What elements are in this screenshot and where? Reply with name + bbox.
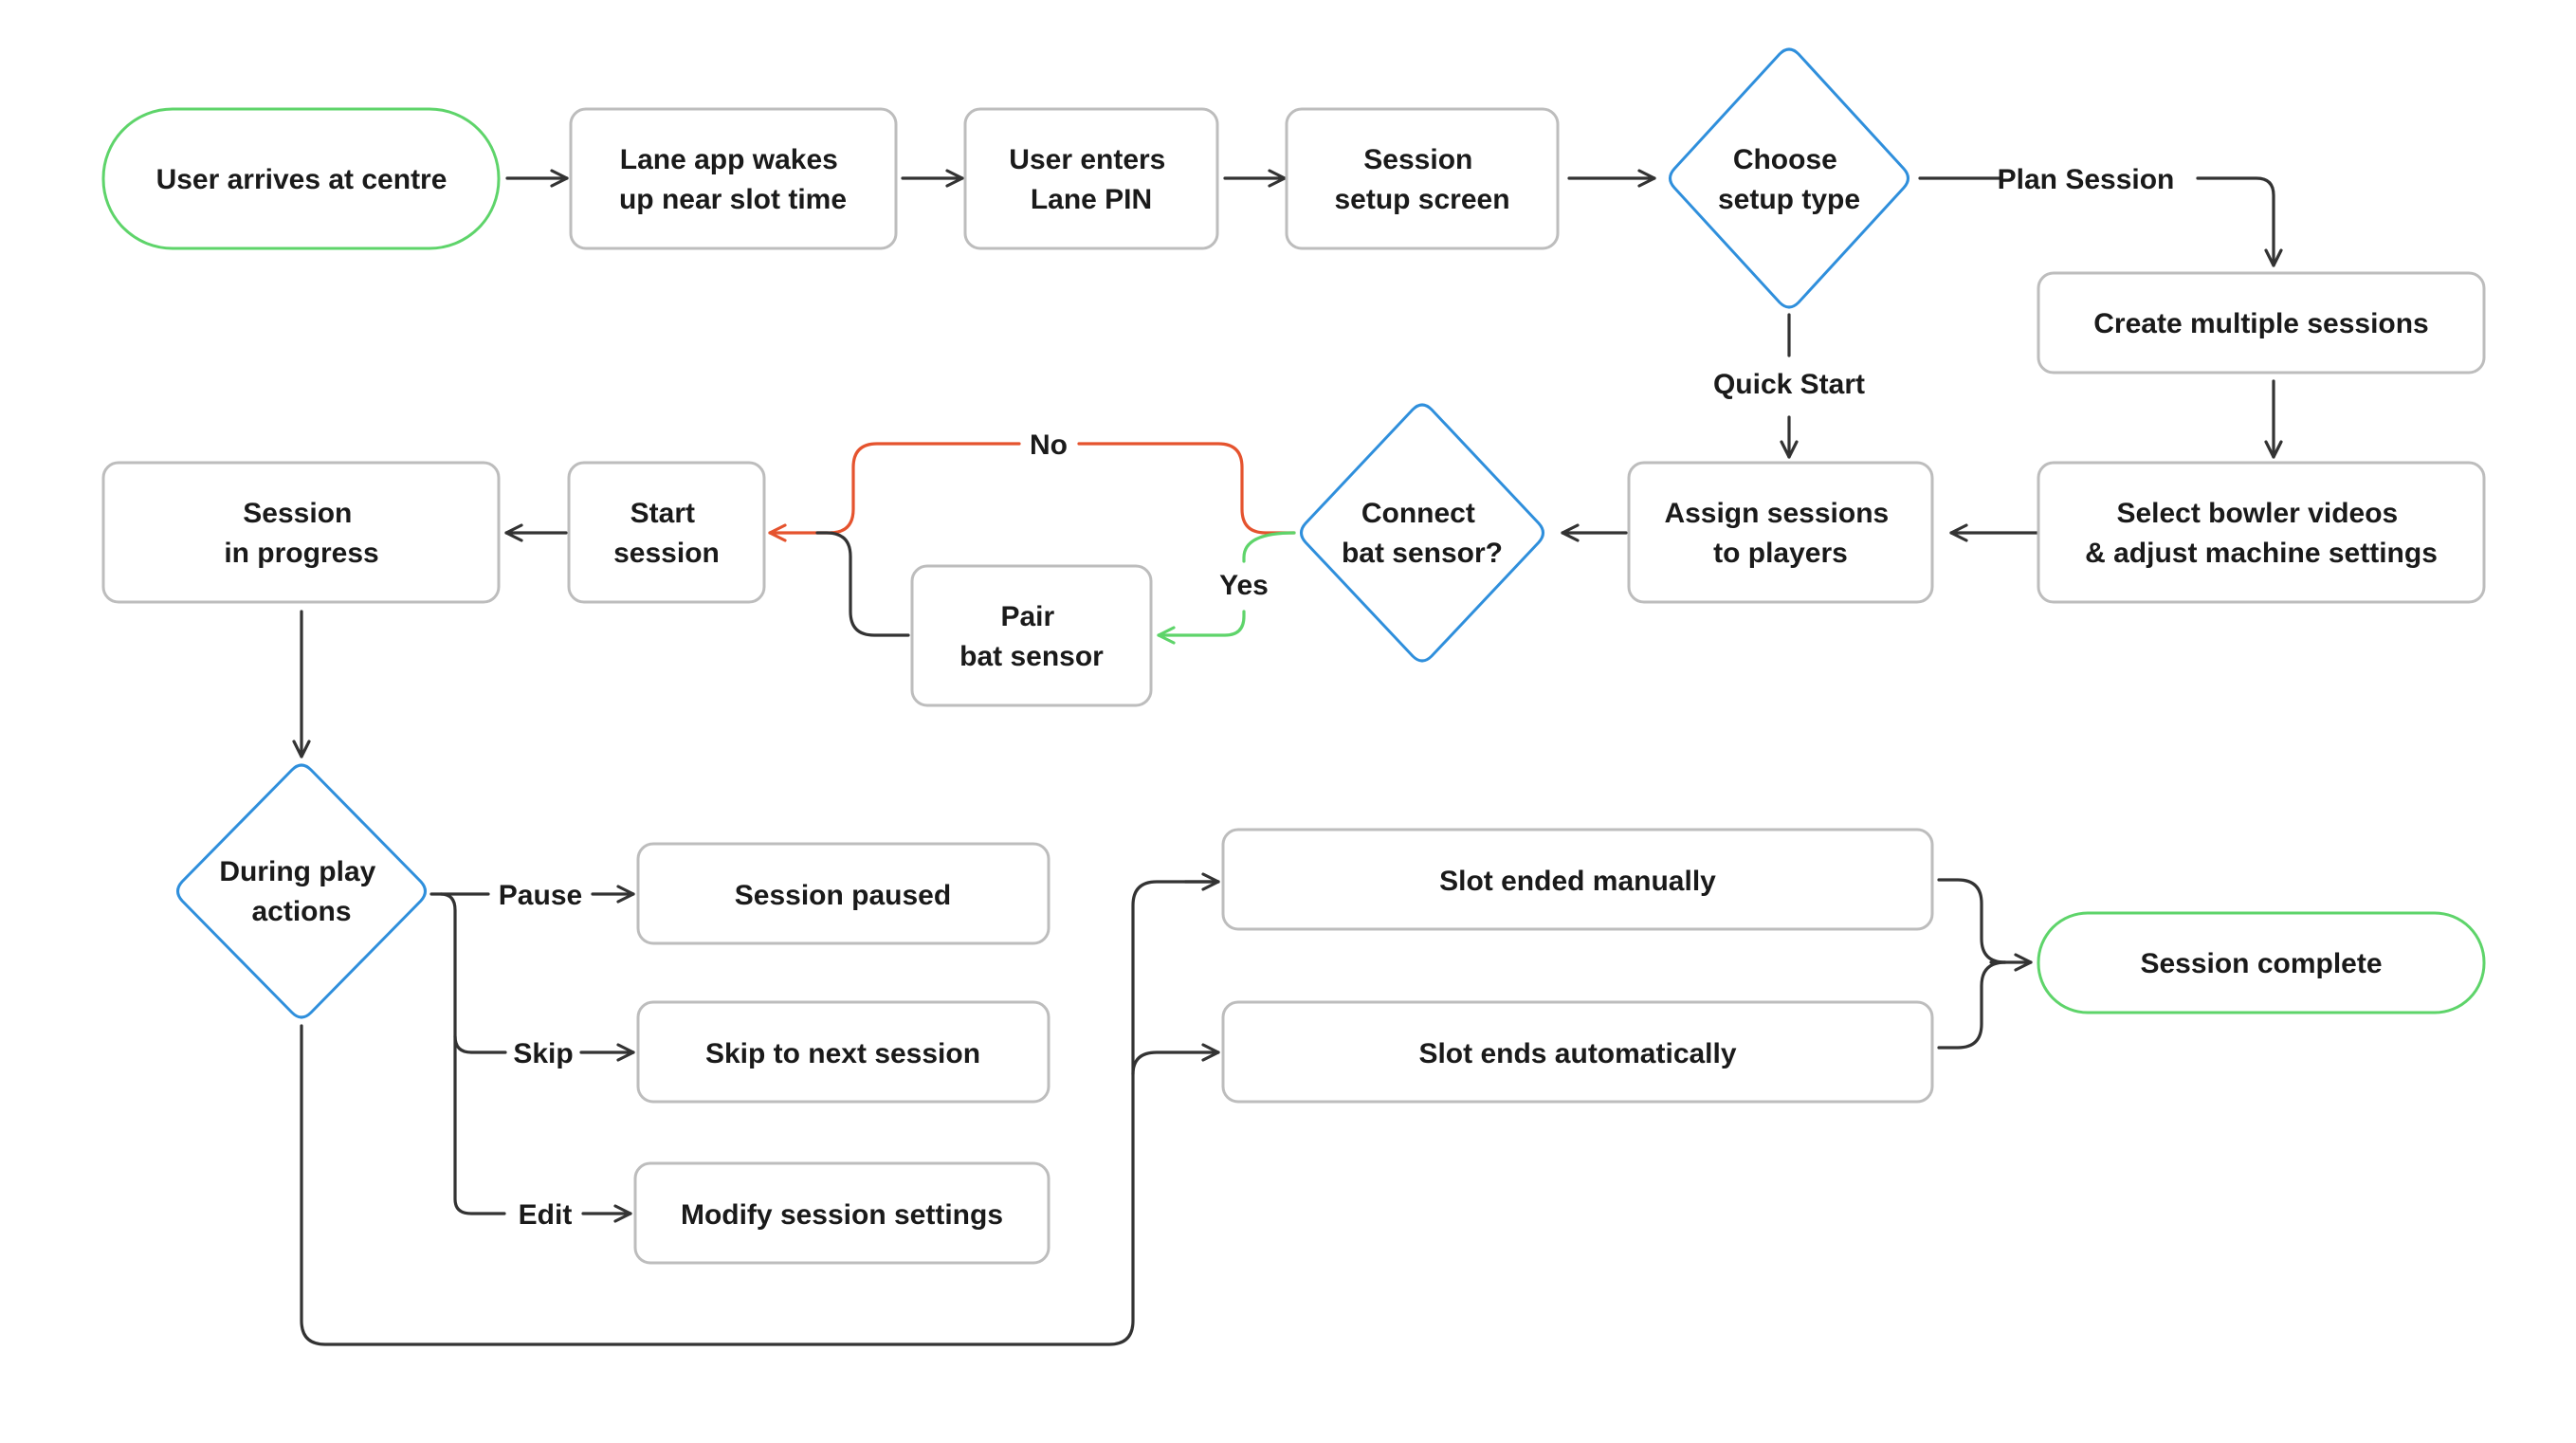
edge-to-slot-ends-automatically [1131, 1043, 1220, 1076]
node-choose-setup-type: Choose setup type [1669, 47, 1909, 309]
edge-connect-yes-bottom [1157, 610, 1246, 645]
svg-text:Skip to next session: Skip to next session [705, 1038, 980, 1069]
edge-connect-no-right [1077, 442, 1296, 535]
svg-text:Choose setup type: Choose setup type [1718, 144, 1860, 215]
edge-label-plan-session: Plan Session [1998, 164, 2175, 195]
svg-text:Start session: Start session [613, 498, 720, 569]
svg-text:User enters Lane PIN: User enters Lane PIN [1009, 144, 1173, 215]
svg-text:Slot ended manually: Slot ended manually [1439, 866, 1716, 897]
node-lane-app-wakes: Lane app wakes up near slot time [569, 107, 898, 250]
node-session-paused: Session paused [636, 842, 1050, 945]
svg-text:Select bowler videos &: Select bowler videos & adjust machine se… [2085, 498, 2438, 569]
node-user-arrives: User arrives at centre [101, 107, 501, 250]
edge-label-quick-start: Quick Start [1713, 369, 1865, 400]
node-pair-bat-sensor: Pair bat sensor [910, 564, 1153, 707]
svg-text:Modify session settings: Modify session settings [681, 1199, 1003, 1231]
svg-text:User arrives at centre: User arrives at centre [156, 164, 448, 195]
edge-pair-to-start [815, 531, 910, 637]
node-assign-sessions: Assign sessions to players [1627, 461, 1934, 604]
svg-text:Session in progress: Session in progress [224, 498, 378, 569]
node-slot-ends-automatically: Slot ends automatically [1221, 1000, 1934, 1104]
svg-text:Session complete: Session complete [2140, 948, 2382, 979]
node-session-setup-screen: Session setup screen [1285, 107, 1560, 250]
node-select-bowler-videos: Select bowler videos & adjust machine se… [2037, 461, 2486, 604]
svg-text:Connect bat sensor?: Connect bat sensor? [1342, 498, 1503, 569]
node-connect-bat-sensor: Connect bat sensor? [1300, 403, 1544, 663]
svg-text:During play actions: During play actions [219, 856, 383, 927]
node-session-complete: Session complete [2037, 911, 2486, 1014]
node-enter-lane-pin: User enters Lane PIN [963, 107, 1219, 250]
node-session-in-progress: Session in progress [101, 461, 501, 604]
edge-during-play-to-slot-ends [300, 880, 1220, 1346]
edge-label-no: No [1030, 429, 1068, 461]
edge-label-yes: Yes [1219, 570, 1269, 601]
svg-text:Slot ends automatically: Slot ends automatically [1418, 1038, 1736, 1069]
edge-connect-no-left [768, 442, 1021, 542]
svg-text:Session paused: Session paused [735, 880, 951, 911]
node-during-play-actions: During play actions [176, 763, 427, 1019]
edge-during-play-trunk [439, 892, 506, 1215]
edge-label-edit: Edit [519, 1199, 573, 1231]
edge-choose-plan-session-right [2196, 176, 2283, 267]
svg-text:Pair bat sensor: Pair bat sensor [959, 601, 1104, 672]
svg-text:Lane app wakes up near: Lane app wakes up near slot time [619, 144, 847, 215]
edge-label-pause: Pause [499, 880, 582, 911]
svg-text:Assign sessions to pla: Assign sessions to players [1664, 498, 1896, 569]
svg-text:Create multiple sessions: Create multiple sessions [2093, 308, 2428, 339]
node-start-session: Start session [567, 461, 766, 604]
edge-label-skip: Skip [513, 1038, 573, 1069]
edge-connect-yes-top [1242, 531, 1296, 563]
node-skip-to-next: Skip to next session [636, 1000, 1050, 1104]
edge-slot-auto-to-complete [1937, 960, 2007, 1050]
node-create-multiple-sessions: Create multiple sessions [2037, 271, 2486, 374]
node-modify-settings: Modify session settings [633, 1161, 1050, 1265]
node-slot-ended-manually: Slot ended manually [1221, 828, 1934, 931]
edge-during-play-skip-left [453, 1034, 507, 1054]
edge-slot-manual-to-complete [1937, 878, 2007, 964]
svg-text:Session setup screen: Session setup screen [1334, 144, 1509, 215]
